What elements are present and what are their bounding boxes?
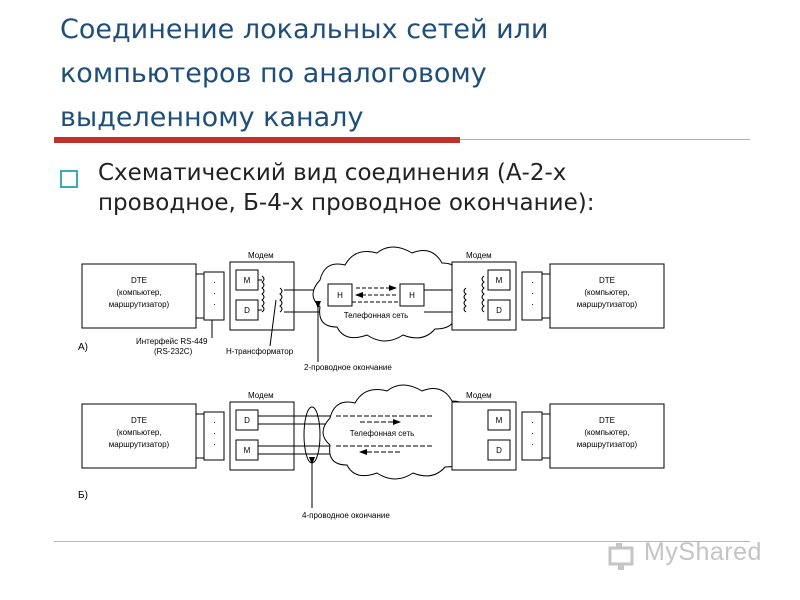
port-dots: · bbox=[531, 417, 534, 427]
interface-connector-right-b bbox=[541, 413, 551, 459]
dte-sub2-left-a: маршрутизатор) bbox=[109, 300, 170, 309]
transformer-coil-right-a2 bbox=[481, 275, 485, 313]
dte-sub1-left-b: (компьютер, bbox=[116, 428, 161, 437]
port-dots: · bbox=[213, 428, 216, 438]
dte-box-right-a bbox=[549, 263, 665, 329]
modem-m-block-right-b bbox=[487, 409, 511, 431]
d-label: D bbox=[496, 446, 502, 455]
connection-diagram: DTE (компьютер, маршрутизатор) · · · Мод… bbox=[78, 246, 665, 520]
four-wire-ellipse bbox=[303, 406, 321, 464]
dte-sub2-left-b: маршрутизатор) bbox=[109, 440, 170, 449]
port-dots: · bbox=[213, 299, 216, 309]
hybrid-block-left-a bbox=[327, 283, 353, 307]
port-dots: · bbox=[213, 439, 216, 449]
modem-label-left-b: Модем bbox=[248, 391, 274, 400]
bullet-line-1: Схематический вид соединения (А-2-х bbox=[98, 160, 567, 186]
slide-title: Соединение локальных сетей или компьютер… bbox=[60, 8, 760, 140]
d-label: D bbox=[496, 306, 502, 315]
logo-text: MyShared bbox=[644, 538, 762, 566]
hybrid-block-right-a bbox=[399, 283, 425, 307]
modem-d-block-left-b bbox=[235, 409, 259, 431]
diagram-a: DTE (компьютер, маршрутизатор) · · · Мод… bbox=[78, 246, 665, 372]
modem-m-block-right-a bbox=[487, 269, 511, 291]
dte-box-left-a bbox=[81, 263, 197, 329]
port-dots: · bbox=[531, 288, 534, 298]
dte-sub2-right-a: маршрутизатор) bbox=[577, 300, 638, 309]
network-label-b: Телефонная сеть bbox=[350, 429, 415, 438]
dte-sub1-left-a: (компьютер, bbox=[116, 288, 161, 297]
port-dots: · bbox=[213, 277, 216, 287]
four-wire-label: 4-проводное окончание bbox=[302, 511, 390, 520]
port-dots: · bbox=[213, 417, 216, 427]
port-dots: · bbox=[531, 277, 534, 287]
bullet-text: Схематический вид соединения (А-2-х пров… bbox=[98, 158, 778, 218]
interface-label-line2: (RS-232C) bbox=[154, 347, 193, 356]
m-label: M bbox=[496, 416, 503, 425]
network-label-a: Телефонная сеть bbox=[344, 311, 409, 320]
dte-box-left-b bbox=[81, 403, 197, 469]
modem-m-block-left-b bbox=[235, 439, 259, 461]
bullet-line-2: проводное, Б-4-х проводное окончание): bbox=[98, 190, 595, 216]
dte-title-left-b: DTE bbox=[131, 416, 147, 425]
h-label: H bbox=[337, 291, 343, 300]
bullet-square-icon bbox=[60, 170, 78, 188]
port-dots: · bbox=[213, 288, 216, 298]
port-dots: · bbox=[531, 428, 534, 438]
myshared-logo-icon bbox=[608, 543, 634, 570]
modem-label-left-a: Модем bbox=[248, 251, 274, 260]
transformer-label: H-трансформатор bbox=[226, 347, 294, 356]
title-line-1: Соединение локальных сетей или bbox=[60, 14, 549, 45]
transformer-coil-left-a bbox=[261, 275, 265, 313]
d-label: D bbox=[244, 416, 250, 425]
d-label: D bbox=[244, 306, 250, 315]
dte-title-right-b: DTE bbox=[599, 416, 615, 425]
dte-title-left-a: DTE bbox=[131, 276, 147, 285]
port-dots: · bbox=[531, 299, 534, 309]
transformer-coil-right-a bbox=[463, 287, 467, 313]
diagram-b: DTE (компьютер, маршрутизатор) · · · Мод… bbox=[78, 384, 665, 520]
dte-sub1-right-b: (компьютер, bbox=[584, 428, 629, 437]
h-label: H bbox=[409, 291, 415, 300]
transformer-coil-left-a2 bbox=[279, 287, 283, 313]
modem-label-right-b: Модем bbox=[466, 391, 492, 400]
modem-d-block-right-a bbox=[487, 299, 511, 321]
title-divider-accent bbox=[54, 137, 460, 143]
modem-label-right-a: Модем bbox=[466, 251, 492, 260]
dte-sub2-right-b: маршрутизатор) bbox=[577, 440, 638, 449]
m-label: M bbox=[244, 446, 251, 455]
interface-label-line1: Интерфейс RS-449 bbox=[136, 337, 208, 346]
footer-divider bbox=[54, 541, 750, 542]
title-line-3: выделенному каналу bbox=[60, 102, 364, 133]
m-label: M bbox=[496, 276, 503, 285]
interface-connector-left-b bbox=[195, 413, 205, 459]
interface-connector-left-a bbox=[195, 273, 205, 319]
interface-connector-right-a bbox=[541, 273, 551, 319]
port-dots: · bbox=[531, 439, 534, 449]
dte-title-right-a: DTE bbox=[599, 276, 615, 285]
interface-port-left-b bbox=[203, 411, 225, 461]
dte-box-right-b bbox=[549, 403, 665, 469]
dte-sub1-right-a: (компьютер, bbox=[584, 288, 629, 297]
modem-d-block-right-b bbox=[487, 439, 511, 461]
interface-port-left-a bbox=[203, 271, 225, 321]
title-line-2: компьютеров по аналоговому bbox=[60, 58, 487, 89]
two-wire-label: 2-проводное окончание bbox=[304, 363, 392, 372]
label-a: А) bbox=[78, 342, 88, 353]
label-b: Б) bbox=[78, 490, 88, 501]
m-label: M bbox=[244, 276, 251, 285]
